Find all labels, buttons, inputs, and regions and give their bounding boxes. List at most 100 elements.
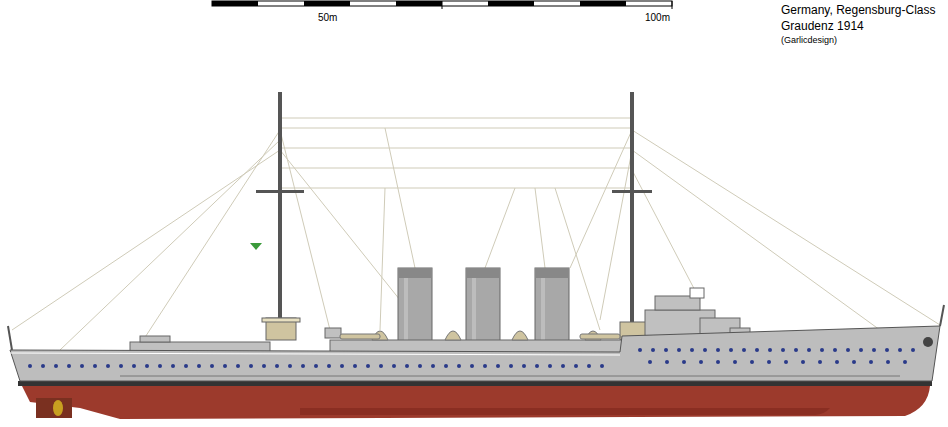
porthole [80, 364, 84, 368]
porthole [651, 348, 655, 352]
porthole [665, 360, 669, 364]
jackstaff [940, 305, 944, 326]
porthole [418, 364, 422, 368]
porthole [690, 348, 694, 352]
porthole [301, 364, 305, 368]
porthole [703, 348, 707, 352]
porthole [522, 364, 526, 368]
porthole [677, 348, 681, 352]
porthole [587, 364, 591, 368]
porthole [275, 364, 279, 368]
anchor [923, 337, 933, 347]
porthole [794, 348, 798, 352]
deck-fittings [340, 331, 620, 340]
flagstaff [8, 326, 12, 350]
porthole [132, 364, 136, 368]
porthole [483, 364, 487, 368]
porthole [716, 360, 720, 364]
porthole [366, 364, 370, 368]
title-text: Graudenz 1914 [781, 20, 864, 33]
porthole [158, 364, 162, 368]
armor-belt [120, 376, 900, 377]
porthole [470, 364, 474, 368]
deck-line [10, 353, 620, 355]
porthole [682, 360, 686, 364]
porthole [852, 360, 856, 364]
porthole [392, 364, 396, 368]
porthole [54, 364, 58, 368]
porthole [327, 364, 331, 368]
porthole [457, 364, 461, 368]
propeller [53, 400, 63, 416]
porthole [509, 364, 513, 368]
boot-top [18, 381, 932, 386]
rudder [36, 398, 72, 418]
porthole [755, 348, 759, 352]
porthole [262, 364, 266, 368]
porthole [903, 360, 907, 364]
porthole [638, 348, 642, 352]
porthole [353, 364, 357, 368]
porthole [648, 360, 652, 364]
porthole [444, 364, 448, 368]
portholes [28, 348, 915, 368]
porthole [859, 348, 863, 352]
porthole [835, 360, 839, 364]
porthole [767, 360, 771, 364]
porthole [535, 364, 539, 368]
porthole [41, 364, 45, 368]
porthole [67, 364, 71, 368]
porthole [93, 364, 97, 368]
title-text: Germany, Regensburg-Class [781, 4, 936, 17]
underwater-hull [22, 386, 930, 419]
porthole [869, 360, 873, 364]
porthole [431, 364, 435, 368]
porthole [716, 348, 720, 352]
scale-label: 100m [645, 12, 670, 23]
porthole [846, 348, 850, 352]
porthole [781, 348, 785, 352]
scale-label: 50m [318, 12, 337, 23]
porthole [784, 360, 788, 364]
porthole [911, 348, 915, 352]
porthole [699, 360, 703, 364]
porthole [379, 364, 383, 368]
porthole [171, 364, 175, 368]
porthole [288, 364, 292, 368]
porthole [872, 348, 876, 352]
porthole [742, 348, 746, 352]
porthole [768, 348, 772, 352]
porthole [664, 348, 668, 352]
porthole [548, 364, 552, 368]
bilge-keel [300, 408, 830, 415]
porthole [210, 364, 214, 368]
porthole [818, 360, 822, 364]
porthole [223, 364, 227, 368]
porthole [885, 348, 889, 352]
masts [250, 92, 652, 340]
porthole [106, 364, 110, 368]
porthole [801, 360, 805, 364]
funnels [398, 268, 569, 342]
porthole [405, 364, 409, 368]
porthole [600, 364, 604, 368]
porthole [898, 348, 902, 352]
porthole [197, 364, 201, 368]
porthole [820, 348, 824, 352]
porthole [729, 348, 733, 352]
porthole [340, 364, 344, 368]
porthole [574, 364, 578, 368]
porthole [119, 364, 123, 368]
hull [10, 326, 940, 381]
porthole [314, 364, 318, 368]
porthole [28, 364, 32, 368]
porthole [249, 364, 253, 368]
porthole [886, 360, 890, 364]
porthole [807, 348, 811, 352]
rigging [12, 118, 940, 350]
porthole [561, 364, 565, 368]
porthole [833, 348, 837, 352]
porthole [496, 364, 500, 368]
